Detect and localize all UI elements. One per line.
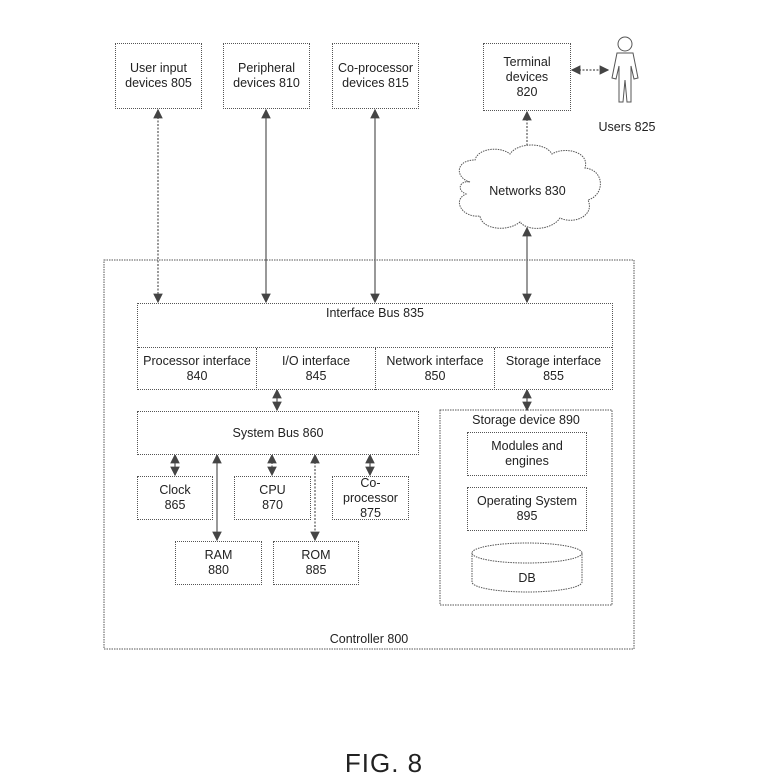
db-label: DB xyxy=(518,571,536,585)
networks-label: Networks 830 xyxy=(489,184,566,198)
rom-number: 885 xyxy=(305,563,327,577)
storage-interface-label: Storage interface xyxy=(505,354,602,368)
clock-number: 865 xyxy=(164,498,186,512)
peripheral-number: devices 810 xyxy=(233,76,300,90)
network-interface-number: 850 xyxy=(424,369,446,383)
rom-label: ROM xyxy=(301,548,331,562)
processor-interface-label: Processor interface xyxy=(143,354,251,368)
user-person-icon xyxy=(611,36,639,103)
cpu-label: CPU xyxy=(259,483,286,497)
processor-interface-number: 840 xyxy=(186,369,208,383)
ram-number: 880 xyxy=(208,563,229,577)
storage-device-frame xyxy=(439,409,613,606)
storage-device-label: Storage device 890 xyxy=(472,413,580,427)
database-icon xyxy=(471,542,583,593)
ram-label: RAM xyxy=(204,548,233,562)
io-interface-number: 845 xyxy=(305,369,327,383)
terminal-label: Terminal xyxy=(503,54,551,69)
network-interface-label: Network interface xyxy=(386,354,484,368)
peripheral-label: Peripheral xyxy=(238,61,295,75)
coprocessor-devices-label: Co-processor xyxy=(337,61,414,75)
system-bus-box: System Bus 860 xyxy=(137,411,419,455)
terminal-label-2: devices xyxy=(505,69,549,84)
io-interface-label: I/O interface xyxy=(281,354,351,368)
cpu-number: 870 xyxy=(262,498,283,512)
coprocessor-label: Co- xyxy=(360,475,381,490)
modules-label: Modules and xyxy=(491,439,563,453)
clock-label: Clock xyxy=(159,483,191,497)
user-input-number: devices 805 xyxy=(125,76,192,90)
terminal-number: 820 xyxy=(516,84,538,99)
user-input-label: User input xyxy=(130,61,187,75)
coprocessor-devices-number: devices 815 xyxy=(342,76,409,90)
controller-frame xyxy=(103,259,635,650)
os-label: Operating System xyxy=(476,494,578,508)
coprocessor-number: 875 xyxy=(360,505,381,520)
system-bus-label: System Bus 860 xyxy=(232,425,324,440)
coprocessor-label-2: processor xyxy=(343,490,398,505)
cloud-icon xyxy=(458,144,601,229)
interface-bus-label: Interface Bus 835 xyxy=(326,306,424,320)
modules-label-2: engines xyxy=(505,454,549,468)
figure-label: FIG. 8 xyxy=(344,748,424,778)
os-number: 895 xyxy=(516,509,538,523)
users-label: Users 825 xyxy=(598,120,656,134)
controller-label: Controller 800 xyxy=(329,632,409,646)
storage-interface-number: 855 xyxy=(543,369,564,383)
